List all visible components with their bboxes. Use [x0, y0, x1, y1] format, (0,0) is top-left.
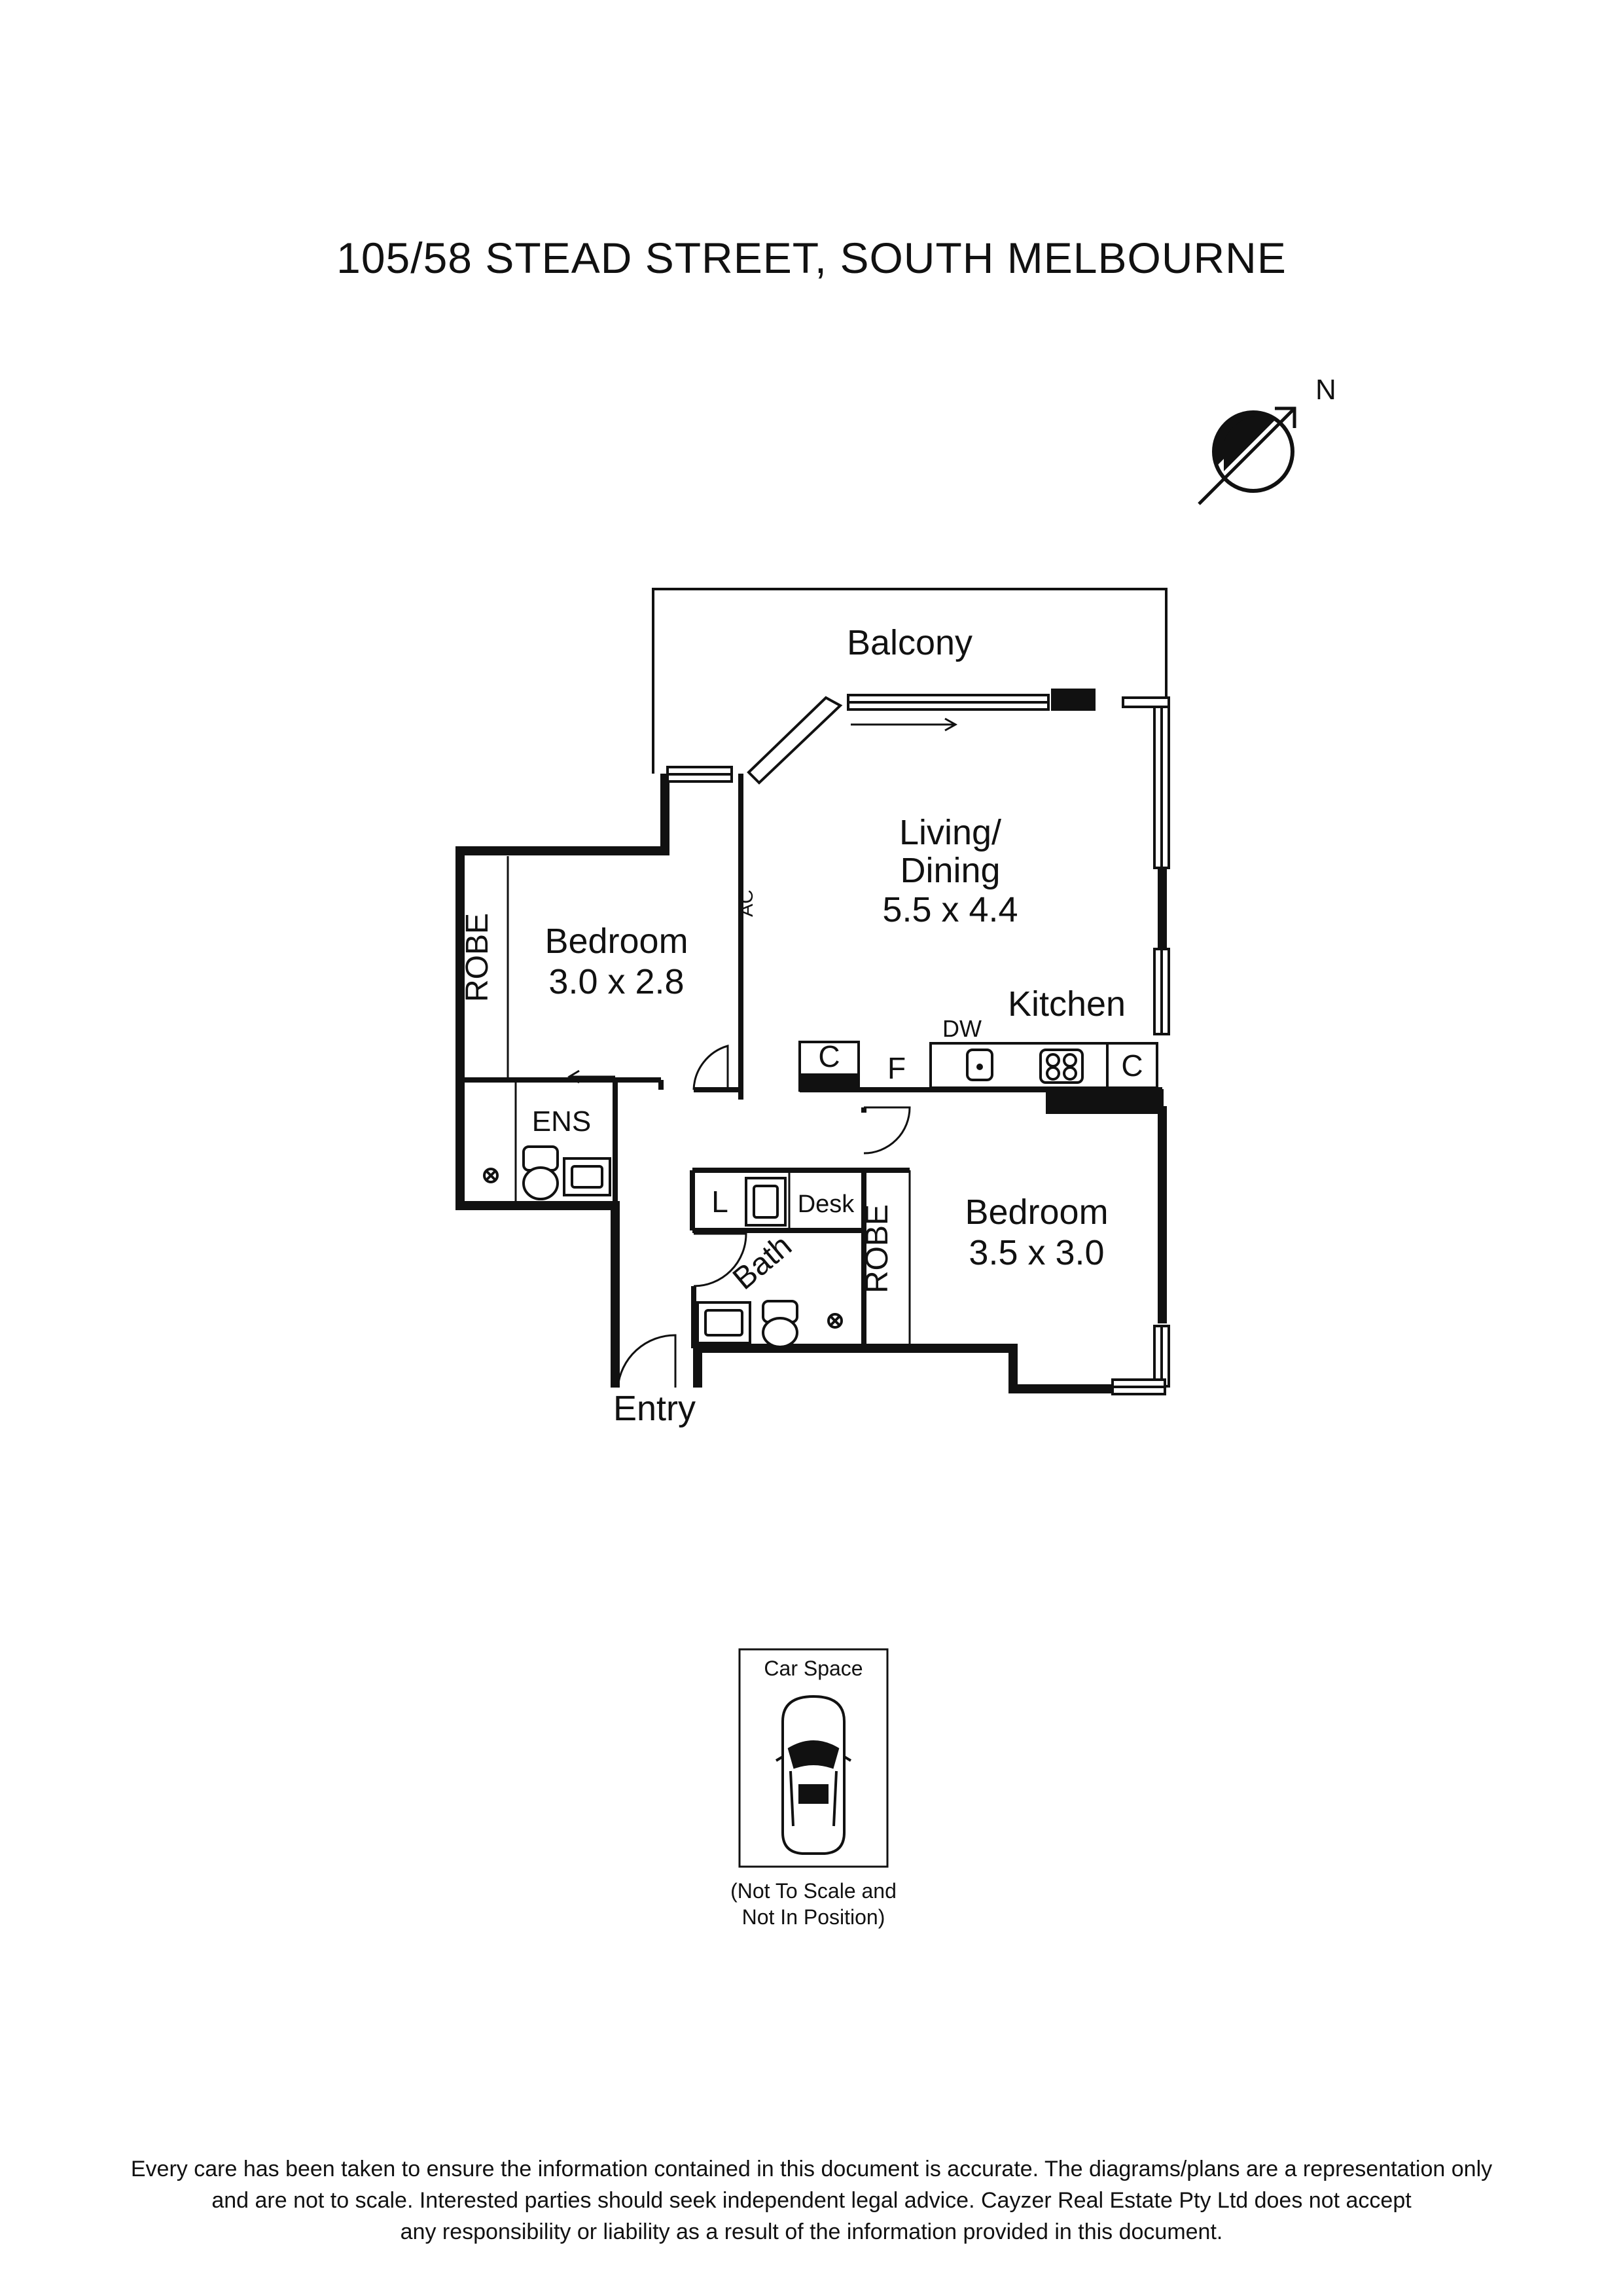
ac-label: AC [736, 889, 757, 917]
living-dims: 5.5 x 4.4 [882, 890, 1018, 929]
exterior-walls [455, 774, 1167, 1393]
disclaimer-line-1: Every care has been taken to ensure the … [130, 2157, 1493, 2181]
page-title: 105/58 STEAD STREET, SOUTH MELBOURNE [336, 234, 1287, 282]
living-label-line1: Living/ [899, 813, 1001, 852]
ensuite-fixtures [483, 1145, 611, 1200]
bathroom-fixtures [696, 1177, 843, 1348]
robe2-label: ROBE [860, 1204, 895, 1293]
living-label-line2: Dining [900, 851, 1000, 890]
kitchen-label: Kitchen [1008, 984, 1126, 1024]
laundry-label: L [711, 1185, 728, 1219]
car-space-label: Car Space [764, 1657, 863, 1680]
ensuite-label: ENS [532, 1105, 591, 1138]
disclaimer-line-2: and are not to scale. Interested parties… [211, 2188, 1412, 2213]
cupboard2-label: C [1121, 1049, 1143, 1083]
balcony-label: Balcony [847, 623, 972, 662]
door-swings [616, 1045, 911, 1388]
disclaimer-line-3: any responsibility or liability as a res… [400, 2219, 1223, 2244]
fridge-label: F [887, 1051, 906, 1085]
bath-label: Bath [726, 1229, 798, 1297]
bedroom2-dims: 3.5 x 3.0 [969, 1233, 1104, 1272]
cupboard1-label: C [818, 1039, 840, 1073]
car-icon [775, 1695, 852, 1855]
north-arrow-icon: N [1198, 374, 1336, 505]
balcony-post [1051, 689, 1096, 711]
north-label: N [1315, 374, 1336, 406]
sliding-door-arrow-icon [851, 717, 958, 732]
entry-label: Entry [613, 1389, 696, 1428]
desk-label: Desk [798, 1191, 855, 1218]
dishwasher-label: DW [942, 1015, 982, 1042]
car-space-note-line1: (Not To Scale and [730, 1879, 897, 1903]
car-space-note-line2: Not In Position) [742, 1905, 885, 1929]
bedroom2-label: Bedroom [965, 1193, 1108, 1232]
car-space: Car Space [738, 1648, 889, 1868]
ensuite-sliding-door-arrow-icon [567, 1069, 615, 1084]
kitchen-bench [798, 1041, 1164, 1114]
windows [666, 694, 1170, 1395]
bedroom1-dims: 3.0 x 2.8 [548, 962, 684, 1001]
bedroom1-label: Bedroom [544, 922, 688, 961]
balcony-outline [652, 588, 1168, 774]
thin-walls [507, 856, 911, 1348]
robe1-label: ROBE [460, 913, 495, 1002]
